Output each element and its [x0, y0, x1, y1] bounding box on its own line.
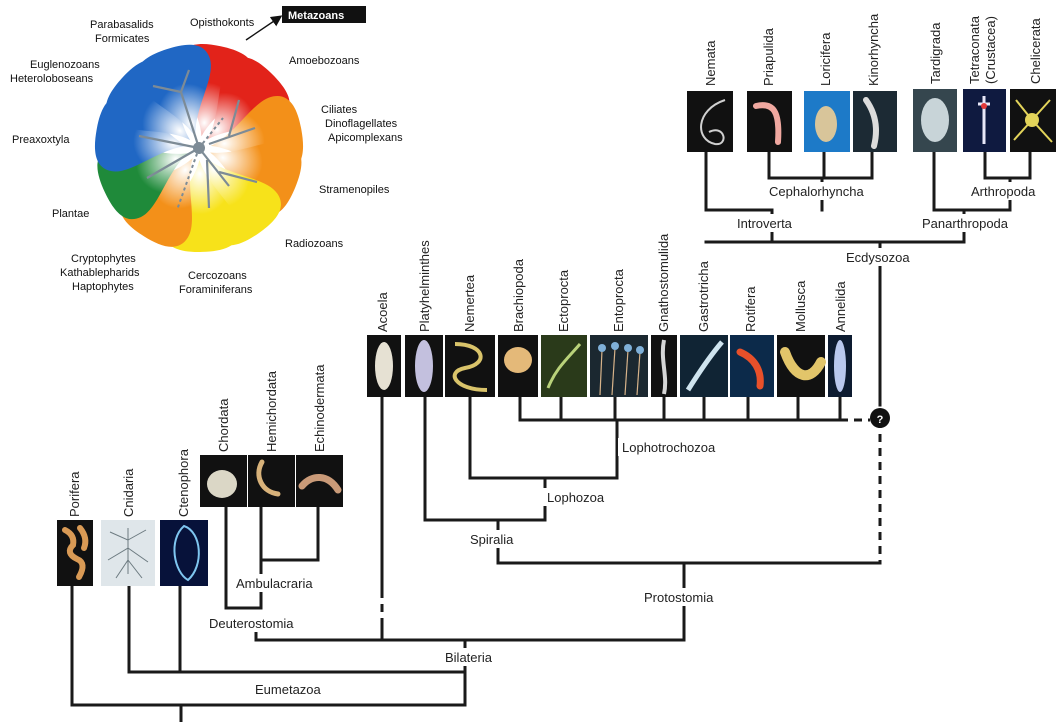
label-stramenopiles: Stramenopiles	[319, 184, 390, 196]
label-radiozoans: Radiozoans	[285, 238, 344, 250]
label-kinorhyncha: Kinorhyncha	[866, 13, 881, 86]
wheel-hub	[193, 142, 205, 154]
label-mollusca: Mollusca	[793, 280, 808, 332]
label-cephalorhyncha: Cephalorhyncha	[769, 184, 864, 199]
label-gastrotricha: Gastrotricha	[696, 260, 711, 332]
label-plantae: Plantae	[52, 208, 89, 220]
eukaryote-wheel: Metazoans Opisthokonts Amoebozoans Cilia…	[10, 6, 403, 296]
tree-branches	[70, 150, 1032, 722]
label-acoela: Acoela	[375, 291, 390, 332]
label-cercozoans: Cercozoans	[188, 270, 247, 282]
label-apicomplexans: Apicomplexans	[328, 132, 403, 144]
label-spiralia: Spiralia	[470, 532, 514, 547]
label-hemichordata: Hemichordata	[264, 370, 279, 452]
photo-hemichordata	[248, 455, 295, 507]
label-lophozoa: Lophozoa	[547, 490, 605, 505]
label-opisthokonts: Opisthokonts	[190, 17, 255, 29]
label-cryptophytes: Cryptophytes	[71, 253, 136, 265]
label-foraminiferans: Foraminiferans	[179, 284, 253, 296]
label-formicates: Formicates	[95, 33, 150, 45]
label-lophotrochozoa: Lophotrochozoa	[622, 440, 716, 455]
metazoans-box	[282, 6, 366, 23]
label-brachiopoda: Brachiopoda	[511, 258, 526, 332]
label-tetraconata-sub: (Crustacea)	[983, 16, 998, 84]
label-ecdysozoa: Ecdysozoa	[846, 250, 910, 265]
label-tetraconata: Tetraconata	[967, 15, 982, 84]
label-ectoprocta: Ectoprocta	[556, 269, 571, 332]
label-euglenozoans: Euglenozoans	[30, 59, 100, 71]
label-deuterostomia: Deuterostomia	[209, 616, 294, 631]
label-platyhelminthes: Platyhelminthes	[417, 240, 432, 332]
label-priapulida: Priapulida	[761, 27, 776, 86]
label-nemertea: Nemertea	[462, 274, 477, 332]
label-metazoans: Metazoans	[288, 10, 344, 22]
clade-labels: Eumetazoa Bilateria Deuterostomia Ambula…	[205, 182, 1047, 698]
label-gnathostomulida: Gnathostomulida	[656, 233, 671, 332]
uncertain-node	[870, 408, 890, 428]
label-loricifera: Loricifera	[818, 32, 833, 86]
label-cnidaria: Cnidaria	[121, 468, 136, 517]
label-porifera: Porifera	[67, 471, 82, 517]
label-eumetazoa: Eumetazoa	[255, 682, 322, 697]
label-entoprocta: Entoprocta	[611, 268, 626, 332]
photo-priapulida	[747, 91, 792, 152]
organism-photos	[57, 89, 1056, 586]
label-haptophytes: Haptophytes	[72, 281, 134, 293]
label-dinoflagellates: Dinoflagellates	[325, 118, 398, 130]
wheel-hub-branches	[138, 69, 258, 209]
label-chelicerata: Chelicerata	[1028, 17, 1043, 84]
label-arthropoda: Arthropoda	[971, 184, 1036, 199]
photo-ctenophora	[160, 520, 208, 586]
label-echinodermata: Echinodermata	[312, 364, 327, 452]
label-amoebozoans: Amoebozoans	[289, 55, 360, 67]
tree-dashed-branches	[380, 418, 882, 640]
label-bilateria: Bilateria	[445, 650, 493, 665]
label-protostomia: Protostomia	[644, 590, 714, 605]
question-mark: ?	[877, 414, 884, 426]
label-kathablepharids: Kathablepharids	[60, 267, 140, 279]
label-ctenophora: Ctenophora	[176, 448, 191, 517]
label-chordata: Chordata	[216, 398, 231, 452]
label-annelida: Annelida	[833, 281, 848, 332]
label-preaxostyla: Preaxoxtyla	[12, 134, 70, 146]
label-introverta: Introverta	[737, 216, 793, 231]
photo-rotifera	[730, 335, 774, 397]
label-panarthropoda: Panarthropoda	[922, 216, 1009, 231]
taxon-labels: Porifera Cnidaria Ctenophora Chordata He…	[67, 13, 1043, 517]
label-nemata: Nemata	[703, 40, 718, 86]
label-tardigrada: Tardigrada	[928, 22, 943, 84]
label-ciliates: Ciliates	[321, 104, 358, 116]
label-heteroloboseans: Heteroloboseans	[10, 73, 94, 85]
label-ambulacraria: Ambulacraria	[236, 576, 313, 591]
label-rotifera: Rotifera	[743, 286, 758, 332]
label-parabasalids: Parabasalids	[90, 19, 154, 31]
